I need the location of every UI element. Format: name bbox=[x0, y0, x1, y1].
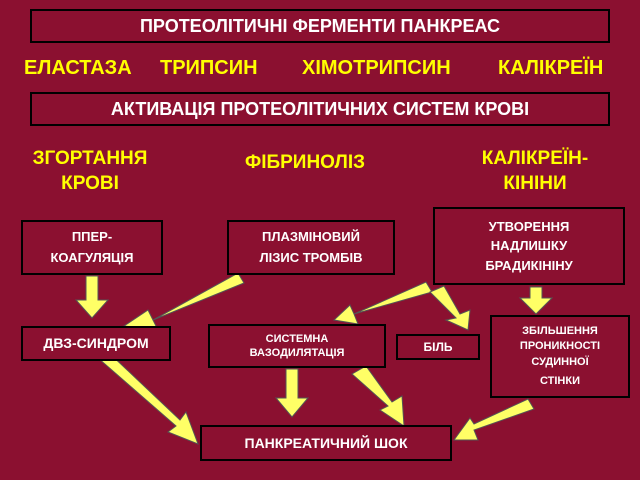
arrow-permeability-to-shock bbox=[453, 398, 535, 441]
vasodilation-line2: ВАЗОДИЛЯТАЦІЯ bbox=[249, 347, 345, 359]
hypercoagulation-line2: КОАГУЛЯЦІЯ bbox=[50, 249, 134, 265]
arrow-vasodilation-to-shock-diagonal bbox=[351, 365, 405, 427]
pain-text: БІЛЬ bbox=[423, 339, 453, 354]
permeability-line1: ЗБІЛЬШЕННЯ bbox=[522, 324, 598, 337]
pancreatic-shock-box: ПАНКРЕАТИЧНИЙ ШОК bbox=[200, 425, 452, 461]
plasmin-lysis-line2: ЛІЗИС ТРОМБІВ bbox=[259, 249, 363, 265]
arrow-bradykinin-to-pain bbox=[429, 285, 471, 331]
pain-box: БІЛЬ bbox=[396, 334, 480, 360]
dic-syndrome-box: ДВЗ-СИНДРОМ bbox=[21, 326, 171, 361]
vasodilation-box: СИСТЕМНА ВАЗОДИЛЯТАЦІЯ bbox=[208, 324, 386, 368]
bradykinin-box: УТВОРЕННЯ НАДЛИШКУ БРАДИКІНІНУ bbox=[433, 207, 625, 285]
system-coagulation-line1: ЗГОРТАННЯ bbox=[32, 148, 148, 169]
hypercoagulation-box: ППЕР- КОАГУЛЯЦІЯ bbox=[21, 220, 163, 275]
arrow-dic-to-shock bbox=[97, 349, 199, 445]
vasodilation-line1: СИСТЕМНА bbox=[265, 332, 329, 345]
arrow-plasmin-to-dic bbox=[122, 272, 245, 331]
bradykinin-line1: УТВОРЕННЯ bbox=[488, 218, 570, 234]
bradykinin-line3: БРАДИКІНІНУ bbox=[485, 257, 573, 273]
bradykinin-line2: НАДЛИШКУ bbox=[490, 238, 568, 254]
arrow-bradykinin-to-permeability bbox=[518, 286, 554, 315]
permeability-line4: СТІНКИ bbox=[539, 374, 580, 387]
system-coagulation-line2: КРОВІ bbox=[61, 172, 119, 194]
plasmin-lysis-box: ПЛАЗМІНОВИЙ ЛІЗИС ТРОМБІВ bbox=[227, 220, 395, 275]
enzyme-elastase: ЕЛАСТАЗА bbox=[24, 57, 132, 79]
permeability-line2: ПРОНИКНОСТІ bbox=[519, 340, 601, 353]
arrow-hypercoag-to-dic bbox=[74, 275, 110, 319]
permeability-box: ЗБІЛЬШЕННЯ ПРОНИКНОСТІ СУДИННОЇ СТІНКИ bbox=[490, 315, 630, 398]
plasmin-lysis-line1: ПЛАЗМІНОВИЙ bbox=[261, 228, 360, 244]
activation-box: АКТИВАЦІЯ ПРОТЕОЛІТИЧНИХ СИСТЕМ КРОВІ bbox=[30, 92, 610, 126]
system-kallikrein-line1: КАЛІКРЕЇН- bbox=[481, 148, 589, 169]
title-text: ПРОТЕОЛІТИЧНІ ФЕРМЕНТИ ПАНКРЕАС bbox=[139, 15, 501, 36]
title-box: ПРОТЕОЛІТИЧНІ ФЕРМЕНТИ ПАНКРЕАС bbox=[30, 9, 610, 43]
system-kallikrein: КАЛІКРЕЇН- КІНІНИ bbox=[460, 147, 610, 196]
hypercoagulation-line1: ППЕР- bbox=[71, 228, 113, 244]
enzyme-trypsin: ТРИПСИН bbox=[160, 57, 258, 79]
pancreatic-shock-text: ПАНКРЕАТИЧНИЙ ШОК bbox=[244, 434, 408, 451]
system-fibrinolysis: ФІБРИНОЛІЗ bbox=[244, 152, 366, 173]
dic-syndrome-text: ДВЗ-СИНДРОМ bbox=[43, 335, 149, 352]
arrow-vasodilation-to-shock bbox=[274, 368, 310, 418]
system-kallikrein-line2: КІНІНИ bbox=[503, 172, 567, 194]
system-coagulation: ЗГОРТАННЯ КРОВІ bbox=[20, 147, 160, 196]
permeability-line3: СУДИННОЇ bbox=[531, 355, 589, 368]
enzyme-kallikrein: КАЛІКРЕЇН bbox=[498, 57, 604, 79]
activation-text: АКТИВАЦІЯ ПРОТЕОЛІТИЧНИХ СИСТЕМ КРОВІ bbox=[110, 98, 530, 119]
arrow-bradykinin-to-vasodilation bbox=[332, 281, 433, 325]
enzyme-chymotrypsin: ХІМОТРИПСИН bbox=[302, 57, 451, 79]
